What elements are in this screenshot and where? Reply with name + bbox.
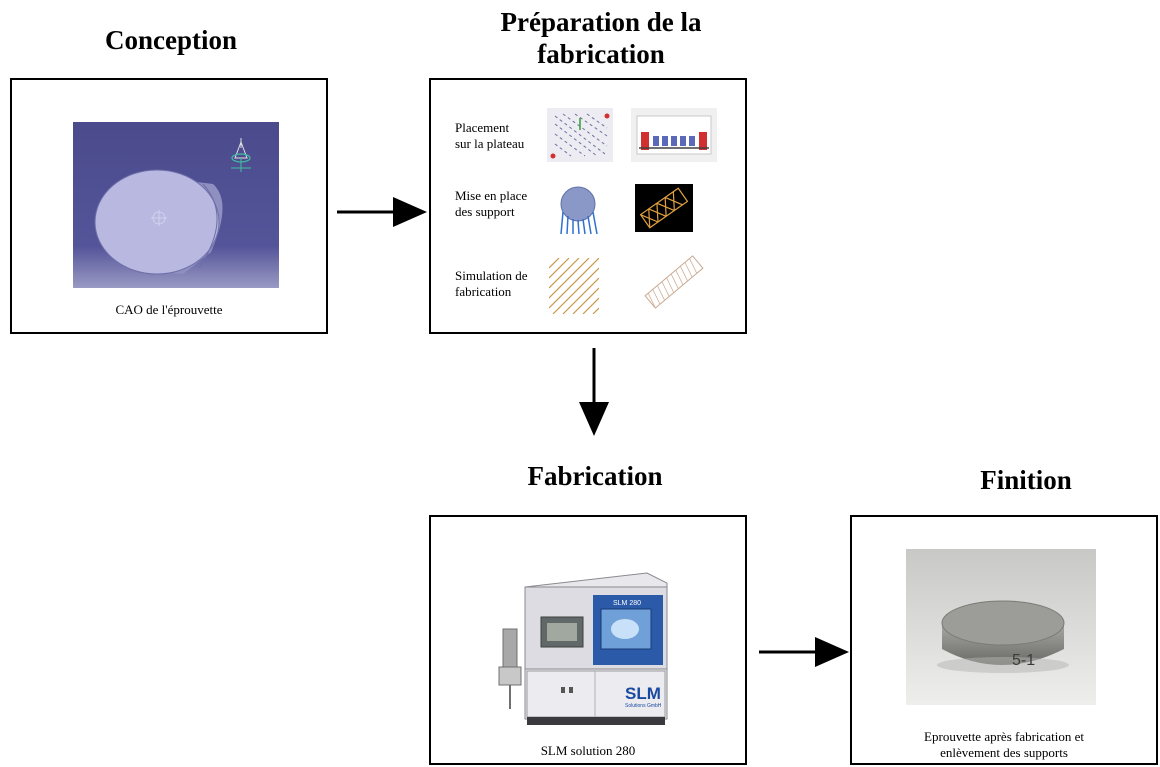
finition-title: Finition <box>980 465 1072 495</box>
finished-specimen-photo: 5-1 <box>906 549 1096 705</box>
arrow-right-1 <box>337 197 427 227</box>
specimen-mark: 5-1 <box>1012 652 1035 669</box>
finition-caption-line1: Eprouvette après fabrication et <box>924 729 1084 744</box>
compass-icon <box>231 138 251 172</box>
step-placement-label: Placement sur la plateau <box>455 120 525 151</box>
slm-machine-image: SLM 280 SLM Solutions GmbH <box>498 572 668 725</box>
conception-title: Conception <box>104 25 237 55</box>
preparation-box: Placement sur la plateau <box>429 78 747 334</box>
support-lattice-thumb <box>635 184 693 232</box>
arrow-right-2 <box>759 637 849 667</box>
cad-render <box>73 122 279 288</box>
preparation-title: Préparation de la fabrication <box>470 6 732 70</box>
slm-model-label: SLM 280 <box>613 600 641 607</box>
plateau-side-thumb <box>631 108 717 162</box>
simulation-strip-thumb <box>639 250 709 314</box>
finition-caption-line2: enlèvement des supports <box>940 745 1068 760</box>
plateau-grid-thumb <box>547 108 613 162</box>
slm-brand-sub: Solutions GmbH <box>625 703 662 709</box>
fabrication-box: SLM 280 SLM Solutions GmbH SLM solution … <box>429 515 747 765</box>
support-part-thumb <box>560 186 598 235</box>
step-simulation-label: Simulation de fabrication <box>455 268 528 299</box>
origin-marker <box>151 210 167 226</box>
finition-box: 5-1 Eprouvette après fabrication et enlè… <box>850 515 1158 765</box>
preparation-title-line2: fabrication <box>537 39 665 69</box>
conception-box: CAO de l'éprouvette <box>10 78 328 334</box>
fabrication-caption: SLM solution 280 <box>540 743 636 758</box>
simulation-hatch-thumb <box>549 258 599 314</box>
slm-brand-logo: SLM <box>625 684 661 703</box>
fabrication-title: Fabrication <box>527 461 663 491</box>
step-supports-label: Mise en place des support <box>455 188 528 219</box>
preparation-title-line1: Préparation de la <box>500 7 702 37</box>
finition-caption: Eprouvette après fabrication et enlèveme… <box>852 729 1156 761</box>
arrow-down <box>579 348 609 436</box>
conception-caption: CAO de l'éprouvette <box>115 302 223 317</box>
